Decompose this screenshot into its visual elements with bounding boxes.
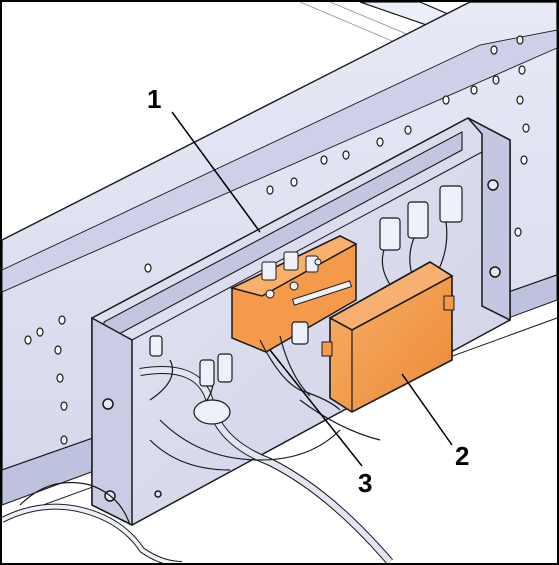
cable-icon — [0, 335, 394, 565]
fuse-box — [229, 235, 358, 353]
callout-3: 3 — [358, 468, 372, 498]
leader-line-2 — [401, 373, 453, 446]
leader-lines — [171, 111, 453, 467]
leader-line-1 — [171, 111, 261, 233]
callout-1: 1 — [147, 84, 161, 114]
beam-holes — [24, 35, 530, 445]
leader-line-3 — [269, 349, 363, 467]
control-module — [321, 261, 455, 413]
callout-2: 2 — [455, 441, 469, 471]
valve-components — [149, 321, 309, 425]
